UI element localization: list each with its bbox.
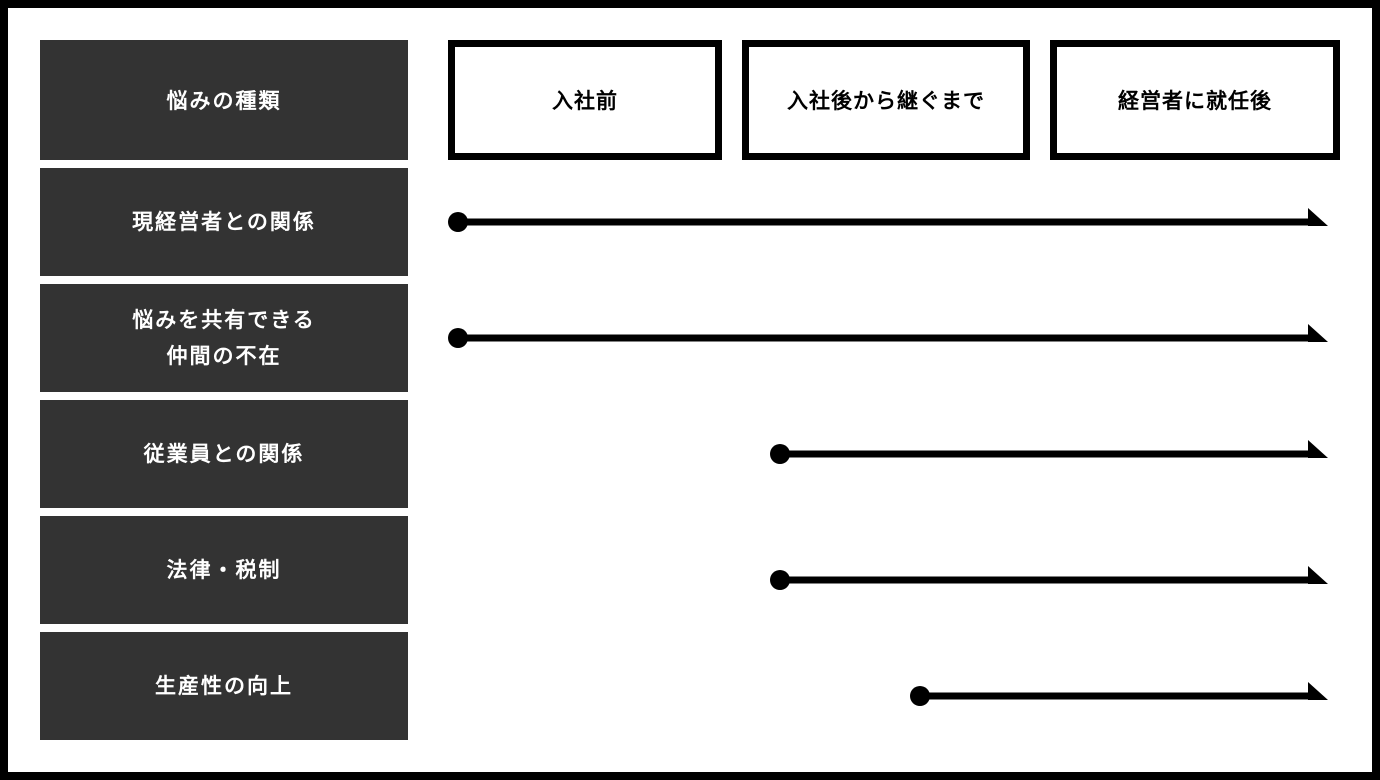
phase-before-joining: 入社前 bbox=[448, 40, 722, 160]
row-label-text: 法律・税制 bbox=[166, 558, 282, 582]
row-label-productivity: 生産性の向上 bbox=[40, 632, 408, 740]
row-label-no-peers: 悩みを共有できる 仲間の不在 bbox=[40, 284, 408, 392]
category-header-label: 悩みの種類 bbox=[166, 89, 282, 113]
row-label-text: 生産性の向上 bbox=[155, 674, 293, 698]
row-label-text: 従業員との関係 bbox=[143, 442, 305, 466]
row-label-text: 悩みを共有できる 仲間の不在 bbox=[132, 308, 316, 368]
phase-label: 入社前 bbox=[552, 89, 618, 113]
row-label-law-tax: 法律・税制 bbox=[40, 516, 408, 624]
phase-after-appointment: 経営者に就任後 bbox=[1050, 40, 1340, 160]
row-label-employees: 従業員との関係 bbox=[40, 400, 408, 508]
row-label-current-ceo: 現経営者との関係 bbox=[40, 168, 408, 276]
row-label-text: 現経営者との関係 bbox=[132, 210, 316, 234]
phase-label: 経営者に就任後 bbox=[1118, 89, 1272, 113]
category-header: 悩みの種類 bbox=[40, 40, 408, 160]
phase-after-joining: 入社後から継ぐまで bbox=[742, 40, 1030, 160]
phase-label: 入社後から継ぐまで bbox=[787, 89, 985, 113]
